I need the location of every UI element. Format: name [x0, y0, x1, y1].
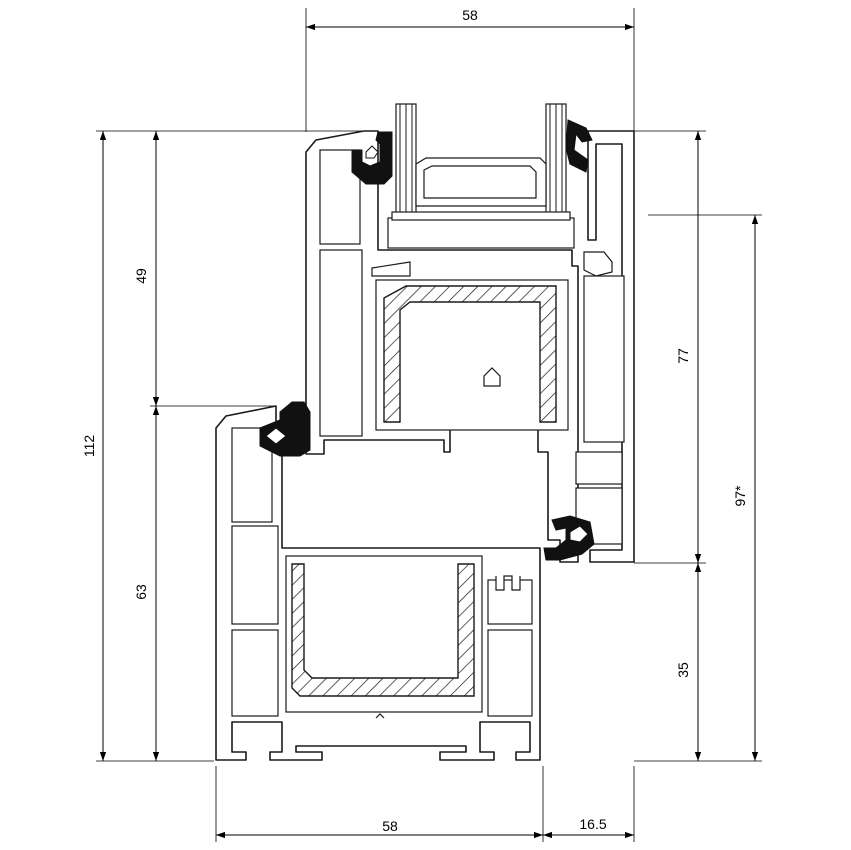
dim-bottom-width: 58 [382, 818, 398, 834]
sash-profile [305, 130, 579, 563]
frame-profile [215, 405, 541, 761]
dim-right-total: 97* [732, 485, 748, 507]
dim-top-width: 58 [462, 7, 478, 23]
dim-right-lower: 35 [675, 662, 691, 678]
dim-right-upper: 77 [675, 348, 691, 364]
dim-left-lower: 63 [133, 584, 149, 600]
dimension-labels: 58 112 49 63 77 35 97* 58 16.5 [81, 7, 748, 834]
dim-bottom-offset: 16.5 [579, 816, 606, 832]
frame-right-strip [575, 130, 635, 563]
gaskets [259, 119, 595, 561]
glazing-unit [387, 103, 575, 249]
dim-left-upper: 49 [133, 268, 149, 284]
dim-left-total: 112 [81, 435, 97, 458]
